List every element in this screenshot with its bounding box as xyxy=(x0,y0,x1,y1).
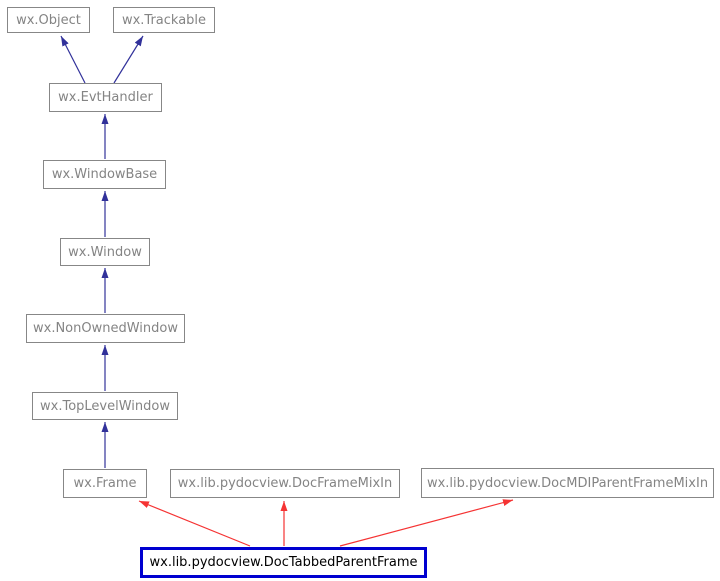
edge-doctabbedparentframe-to-docmdiparentframemixin xyxy=(339,499,514,547)
node-wx-trackable[interactable]: wx.Trackable xyxy=(113,7,215,33)
node-docframemixin[interactable]: wx.lib.pydocview.DocFrameMixIn xyxy=(170,469,400,498)
node-doctabbedparentframe-current: wx.lib.pydocview.DocTabbedParentFrame xyxy=(140,547,427,578)
node-wx-toplevelwindow[interactable]: wx.TopLevelWindow xyxy=(32,392,178,420)
node-wx-evthandler[interactable]: wx.EvtHandler xyxy=(49,83,162,112)
edge-evthandler-to-object xyxy=(60,35,86,84)
node-wx-window[interactable]: wx.Window xyxy=(60,238,150,266)
node-docmdiparentframemixin[interactable]: wx.lib.pydocview.DocMDIParentFrameMixIn xyxy=(421,468,714,498)
edge-doctabbedparentframe-to-frame xyxy=(138,500,251,547)
edge-evthandler-to-trackable xyxy=(113,35,144,84)
node-wx-nonownedwindow[interactable]: wx.NonOwnedWindow xyxy=(26,314,185,343)
node-wx-windowbase[interactable]: wx.WindowBase xyxy=(43,160,166,189)
node-wx-frame[interactable]: wx.Frame xyxy=(63,469,147,498)
node-wx-object[interactable]: wx.Object xyxy=(7,7,90,33)
